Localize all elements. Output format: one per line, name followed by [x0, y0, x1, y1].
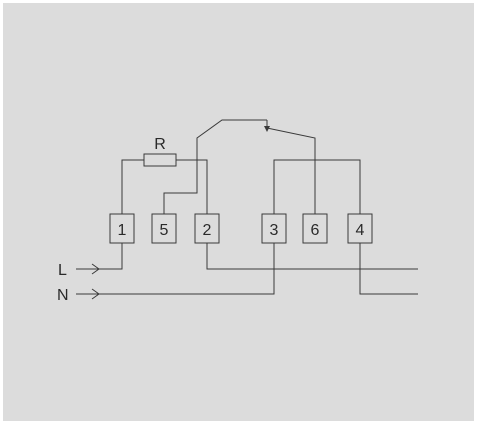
wire-L-to-terminal-1	[76, 243, 123, 270]
terminal-5-label: 5	[160, 222, 169, 239]
wire-terminal-5	[163, 119, 267, 214]
arrow-L	[91, 263, 100, 275]
terminal-1	[109, 213, 135, 244]
terminal-4	[347, 213, 373, 244]
terminal-6	[302, 213, 328, 244]
wire-resistor-to-terminal-2	[176, 159, 208, 214]
wires	[76, 119, 418, 300]
switch-arrowhead-icon	[264, 126, 270, 132]
arrow-N	[91, 288, 100, 300]
terminal-3-label: 3	[270, 222, 279, 239]
wire-bridge-3-4	[273, 159, 361, 214]
wire-terminal-2-output	[206, 243, 418, 270]
resistor	[143, 153, 177, 167]
terminal-2-label: 2	[203, 222, 212, 239]
wire-N-to-terminal-3	[76, 243, 275, 295]
resistor-label: R	[154, 136, 166, 153]
wire-terminal-1-to-resistor	[121, 159, 144, 214]
wire-switch-to-terminal-6	[266, 127, 316, 214]
terminal-block: 1 5 2 3 6 4	[109, 213, 373, 244]
terminal-4-label: 4	[356, 222, 365, 239]
diagram-background	[3, 3, 474, 421]
input-N-label: N	[57, 287, 69, 304]
terminal-2	[194, 213, 220, 244]
terminal-3	[261, 213, 287, 244]
input-L-label: L	[58, 262, 67, 279]
terminal-5	[151, 213, 177, 244]
terminal-6-label: 6	[311, 222, 320, 239]
wire-terminal-4-output	[359, 243, 418, 295]
terminal-1-label: 1	[118, 222, 127, 239]
